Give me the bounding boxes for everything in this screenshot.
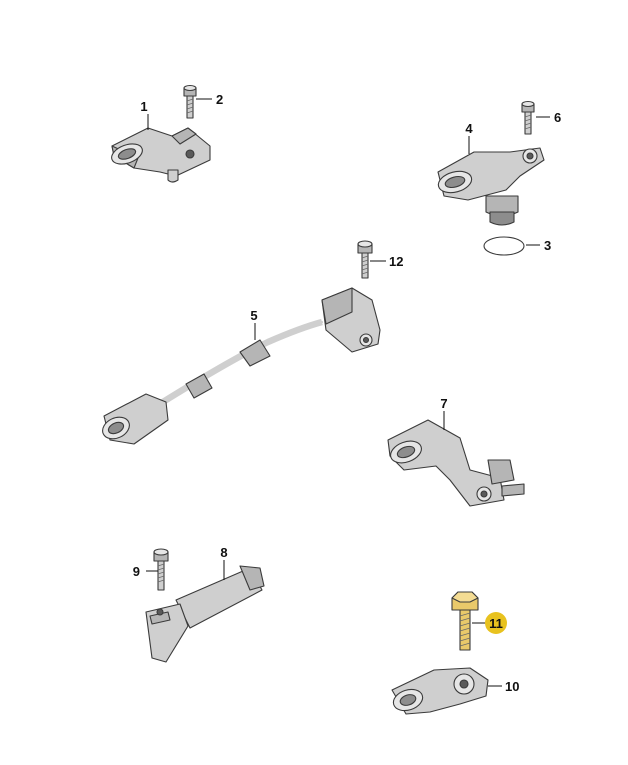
callout-7[interactable]: 7 [440,396,447,411]
callout-8[interactable]: 8 [220,545,227,560]
part-6-screw[interactable] [521,100,535,135]
callout-9[interactable]: 9 [133,564,140,579]
part-12-screw[interactable] [357,240,373,279]
leader-lines [146,98,550,687]
callout-12[interactable]: 12 [389,254,403,269]
part-11-bolt[interactable] [451,591,479,651]
callout-10[interactable]: 10 [505,679,519,694]
part-1-sensor[interactable] [109,127,211,183]
callout-1[interactable]: 1 [140,99,147,114]
part-2-screw[interactable] [183,84,197,119]
part-8-sensor[interactable] [145,565,265,663]
part-3-o-ring[interactable] [483,236,525,256]
callout-labels: 1 2 3 4 5 6 7 8 9 10 11 12 [133,92,561,694]
part-5-sensor-cable[interactable] [99,287,381,445]
part-9-screw[interactable] [153,548,169,591]
part-10-sensor[interactable] [391,667,489,715]
callout-5[interactable]: 5 [250,308,257,323]
part-7-sensor[interactable] [387,419,525,507]
callout-11-highlight [485,612,507,634]
callout-11[interactable]: 11 [489,616,503,631]
callout-4[interactable]: 4 [465,121,473,136]
callout-2[interactable]: 2 [216,92,223,107]
callout-3[interactable]: 3 [544,238,551,253]
part-4-sensor[interactable] [436,147,545,226]
callout-6[interactable]: 6 [554,110,561,125]
